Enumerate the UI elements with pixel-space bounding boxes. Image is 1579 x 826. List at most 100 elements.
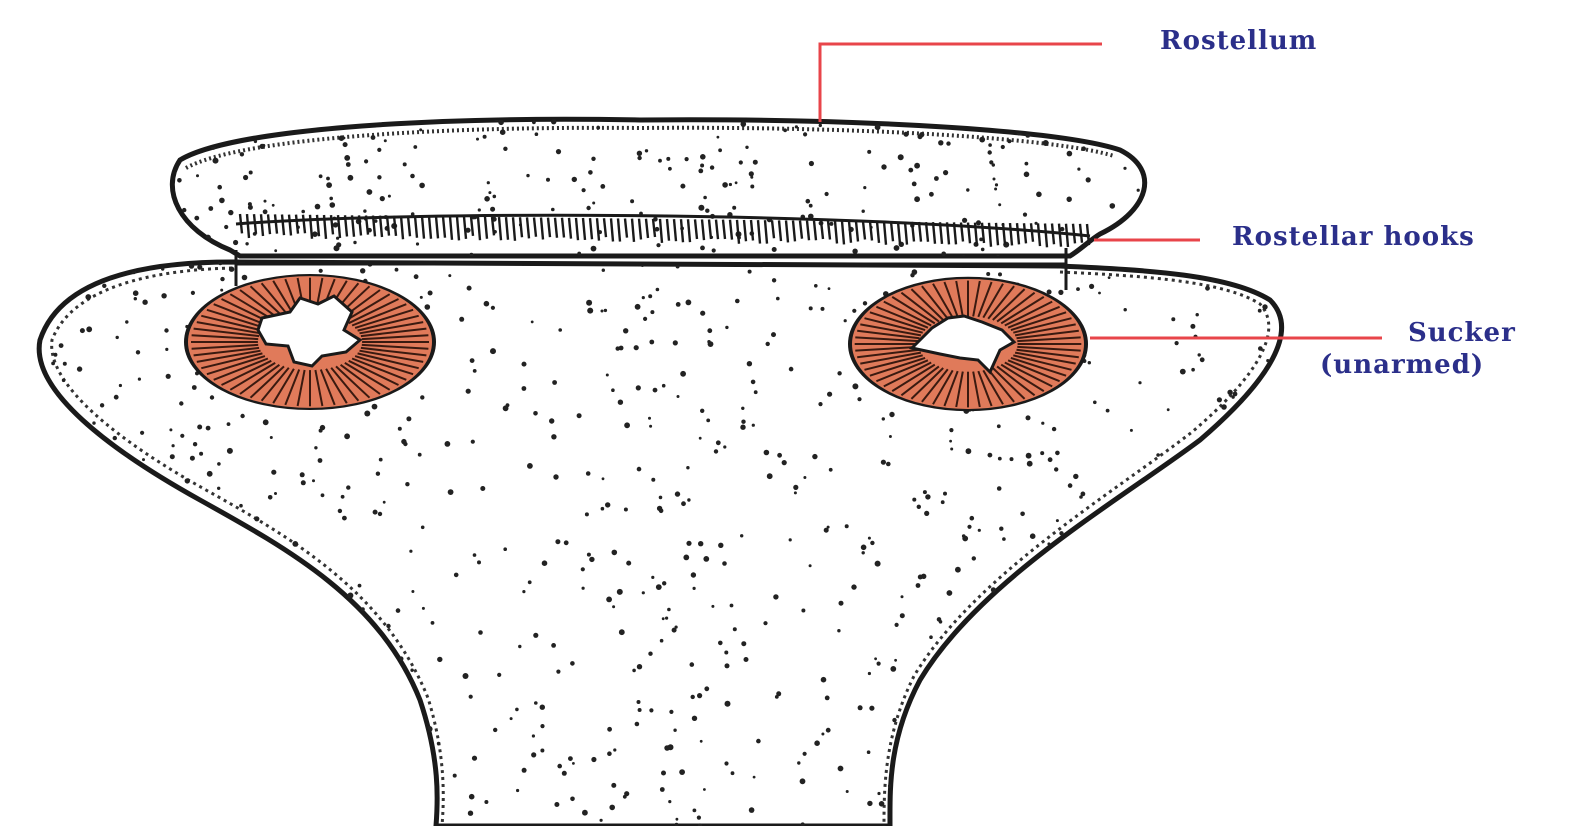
- stipple-dot: [552, 380, 557, 385]
- stipple-dot: [414, 274, 419, 279]
- stipple-dot: [535, 132, 539, 136]
- stipple-dot: [1181, 561, 1186, 566]
- stipple-dot: [167, 652, 172, 657]
- stipple-dot: [364, 411, 370, 417]
- stipple-dot: [586, 471, 591, 476]
- stipple-dot: [892, 718, 896, 722]
- stipple-dot: [149, 673, 152, 676]
- stipple-dot: [998, 457, 1002, 461]
- stipple-dot: [1030, 533, 1036, 539]
- stipple-dot: [821, 307, 825, 311]
- stipple-dot: [698, 205, 704, 211]
- stipple-dot: [943, 492, 947, 496]
- stipple-dot: [207, 471, 213, 477]
- stipple-dot: [1001, 715, 1006, 720]
- stipple-dot: [710, 165, 714, 169]
- stipple-dot: [1061, 638, 1067, 644]
- stipple-dot: [558, 328, 562, 332]
- stipple-dot: [1058, 290, 1063, 295]
- stipple-dot: [251, 640, 255, 644]
- stipple-dot: [604, 309, 607, 312]
- stipple-dot: [725, 701, 731, 707]
- stipple-dot: [700, 740, 703, 743]
- stipple-dot: [643, 317, 647, 321]
- stipple-dot: [146, 539, 149, 542]
- stipple-dot: [1245, 633, 1249, 637]
- stipple-dot: [329, 197, 333, 201]
- stipple-dot: [889, 412, 894, 417]
- stipple-dot: [1187, 780, 1191, 784]
- stipple-dot: [1010, 457, 1014, 461]
- stipple-dot: [658, 159, 662, 163]
- stipple-dot: [1068, 483, 1073, 488]
- stipple-dot: [31, 373, 36, 378]
- stipple-dot: [570, 661, 575, 666]
- stipple-dot: [125, 677, 129, 681]
- stipple-dot: [890, 666, 896, 672]
- stipple-dot: [653, 388, 658, 393]
- stipple-dot: [272, 204, 275, 207]
- stipple-dot: [858, 705, 863, 710]
- stipple-dot: [1007, 122, 1013, 128]
- stipple-dot: [128, 755, 133, 760]
- stipple-dot: [1132, 629, 1135, 632]
- stipple-dot: [1053, 693, 1057, 697]
- stipple-dot: [48, 707, 51, 710]
- stipple-dot: [1249, 756, 1255, 762]
- stipple-dot: [431, 621, 435, 625]
- stipple-dot: [1212, 635, 1215, 638]
- stipple-dot: [1138, 381, 1141, 384]
- stipple-dot: [360, 268, 365, 273]
- stipple-dot: [875, 561, 881, 567]
- stipple-dot: [454, 573, 459, 578]
- stipple-dot: [37, 461, 42, 466]
- stipple-dot: [1154, 186, 1160, 192]
- stipple-dot: [756, 739, 761, 744]
- stipple-dot: [933, 691, 937, 695]
- stipple-dot: [534, 701, 538, 705]
- stipple-dot: [342, 516, 347, 521]
- stipple-dot: [601, 310, 604, 313]
- stipple-dot: [38, 494, 43, 499]
- stipple-dot: [1007, 139, 1011, 143]
- stipple-dot: [172, 444, 175, 447]
- stipple-dot: [222, 637, 226, 641]
- stipple-dot: [1033, 605, 1036, 608]
- stipple-dot: [437, 657, 442, 662]
- stipple-dot: [863, 301, 867, 305]
- stipple-dot: [1040, 451, 1044, 455]
- stipple-dot: [1109, 690, 1112, 693]
- stipple-dot: [75, 277, 81, 283]
- stipple-dot: [889, 435, 892, 438]
- stipple-dot: [448, 489, 454, 495]
- stipple-dot: [981, 248, 985, 252]
- stipple-dot: [1240, 767, 1245, 772]
- stipple-dot: [925, 494, 930, 499]
- stipple-dot: [1244, 712, 1249, 717]
- stipple-dot: [254, 516, 259, 521]
- stipple-dot: [1055, 451, 1060, 456]
- stipple-dot: [1137, 251, 1141, 255]
- stipple-dot: [851, 584, 856, 589]
- stipple-dot: [227, 448, 233, 454]
- stipple-dot: [572, 762, 575, 765]
- stipple-dot: [1067, 151, 1073, 157]
- stipple-dot: [651, 478, 655, 482]
- stipple-dot: [134, 297, 137, 300]
- stipple-dot: [1086, 177, 1091, 182]
- stipple-dot: [1025, 162, 1029, 166]
- stipple-dot: [179, 401, 183, 405]
- stipple-dot: [637, 156, 641, 160]
- stipple-dot: [706, 419, 710, 423]
- stipple-dot: [660, 639, 664, 643]
- stipple-dot: [1015, 779, 1018, 782]
- stipple-dot: [879, 801, 885, 807]
- stipple-dot: [403, 442, 407, 446]
- stipple-dot: [630, 199, 634, 203]
- stipple-dot: [65, 451, 68, 454]
- stipple-dot: [522, 590, 525, 593]
- stipple-dot: [137, 469, 142, 474]
- stipple-dot: [510, 717, 513, 720]
- stipple-dot: [1151, 549, 1154, 552]
- stipple-dot: [582, 587, 585, 590]
